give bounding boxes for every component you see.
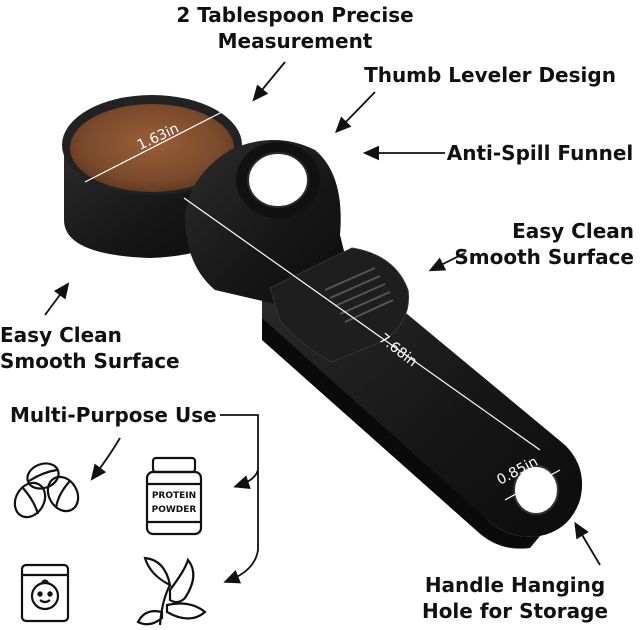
arrow-hanging xyxy=(574,521,601,566)
baby-formula-can-icon xyxy=(20,563,70,623)
coffee-beans-icon xyxy=(13,462,80,519)
callout-thumb-leveler: Thumb Leveler Design xyxy=(364,63,616,87)
hanging-hole xyxy=(513,465,559,515)
thumb-leveler xyxy=(269,247,410,363)
jar-label-line-1: PROTEIN xyxy=(152,491,196,501)
arrow-precise xyxy=(252,61,286,102)
arrow-multipurpose-beans xyxy=(90,437,121,481)
protein-powder-jar-icon: PROTEIN POWDER xyxy=(145,456,203,536)
callout-multi-purpose-use: Multi-Purpose Use xyxy=(10,403,217,427)
arrow-multipurpose-leaves xyxy=(223,470,259,584)
callout-arrows xyxy=(44,61,601,584)
callout-handle-hanging-hole: Handle Hanging Hole for Storage xyxy=(421,573,609,623)
callout-easy-clean-right: Easy Clean Smooth Surface xyxy=(454,219,634,269)
tea-leaves-icon xyxy=(136,556,207,626)
arrow-leveler xyxy=(334,91,376,134)
dimension-lines xyxy=(84,111,561,501)
jar-label-line-2: POWDER xyxy=(152,505,197,515)
arrow-clean-right xyxy=(428,252,466,272)
arrow-clean-left xyxy=(44,282,70,316)
callout-precise-measurement: 2 Tablespoon Precise Measurement xyxy=(176,3,414,53)
arrow-multipurpose-jar xyxy=(220,414,259,489)
funnel-body xyxy=(185,140,345,305)
callout-easy-clean-left: Easy Clean Smooth Surface xyxy=(0,323,180,373)
anti-spill-funnel-hole xyxy=(247,152,309,208)
callout-anti-spill-funnel: Anti-Spill Funnel xyxy=(446,141,634,165)
